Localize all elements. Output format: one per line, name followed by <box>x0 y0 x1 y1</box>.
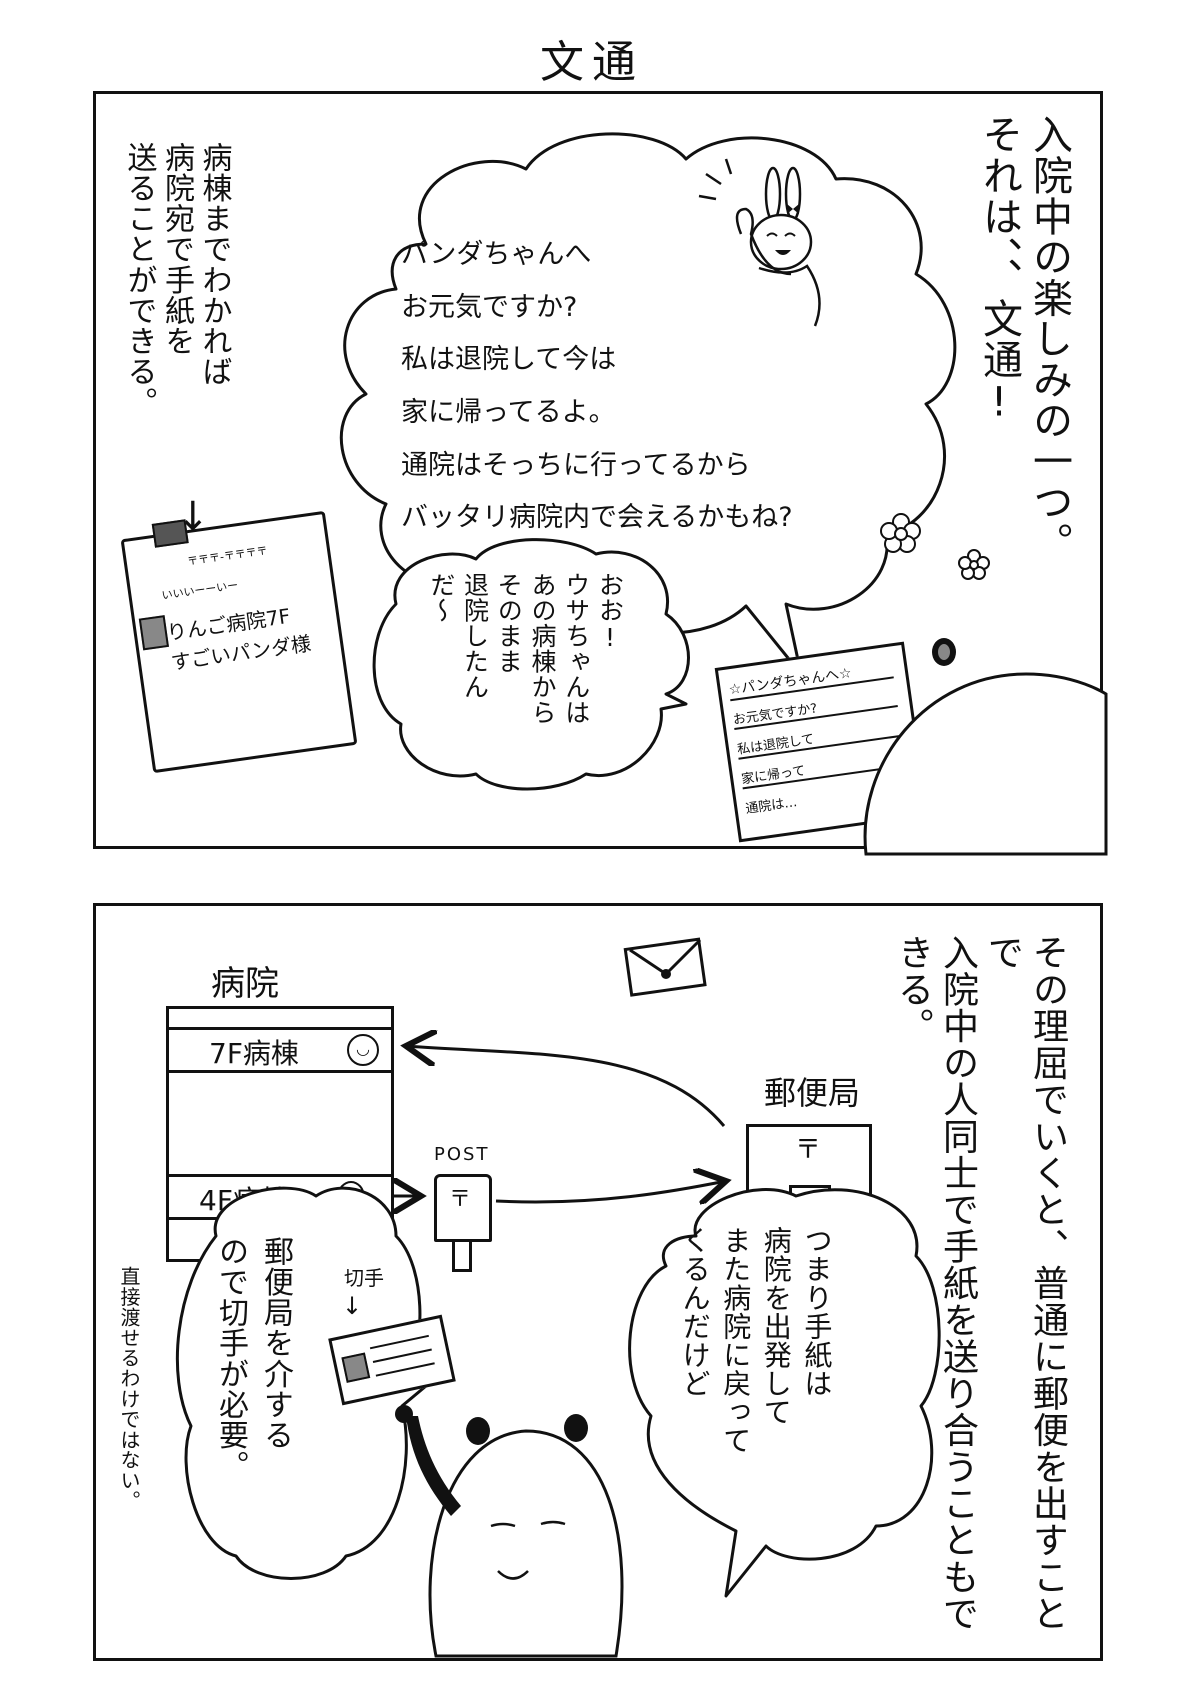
page-title: 文通 <box>540 37 644 88</box>
ward-7f-label: 7F病棟 <box>209 1037 299 1070</box>
stamp-label: 切手 <box>344 1266 384 1290</box>
envelope-icon <box>623 937 707 997</box>
speech-bubble-panda <box>372 538 690 791</box>
panel1-narration: 入院中の楽しみの一つ。 それは、、文通! <box>976 114 1072 563</box>
panel-1: 入院中の楽しみの一つ。 それは、、文通! 病棟までわかれば 病院宛で手紙を 送る… <box>93 91 1108 856</box>
rabbit-character <box>698 158 821 327</box>
panel1-side-note: 病棟までわかれば 病院宛で手紙を 送ることができる。 <box>121 142 232 418</box>
mail-route-arrows <box>391 906 1106 1664</box>
postcard-line <box>375 1362 435 1377</box>
post-office-mark: 〒 <box>795 1135 822 1165</box>
flower-icon <box>880 513 921 553</box>
panda-bubble-text: おお! ウサちゃんは あの病棟から そのまま 退院したん だ〜 <box>426 572 625 725</box>
panel2-narration: その理屈でいくと、普通に郵便を出すことで 入院中の人同士で手紙を送り合うこともで… <box>892 934 1068 1632</box>
panel2-side-note: 直接渡せるわけではない。 <box>117 1266 141 1511</box>
letter-text: パンダちゃんへ お元気ですか? 私は退院して今は 家に帰ってるよ。 通院はそっち… <box>401 239 793 534</box>
postcard-line <box>372 1348 432 1363</box>
panda-character <box>395 1405 624 1658</box>
down-arrow-icon: ↓ <box>342 1292 363 1320</box>
post-mark: 〒 <box>449 1187 472 1212</box>
flower-icon <box>958 549 990 580</box>
bubble-left-text: 郵便局を介する ので切手が必要。 <box>213 1236 293 1481</box>
bubble-right-text: つまり手紙は 病院を出発して また病院に戻って くるんだけど <box>678 1226 834 1455</box>
hospital-label: 病院 <box>211 964 279 1004</box>
panda-face-icon: ◡ <box>347 1034 379 1066</box>
post-box: 〒 <box>434 1174 492 1242</box>
panel-2: その理屈でいくと、普通に郵便を出すことで 入院中の人同士で手紙を送り合うこともで… <box>93 903 1103 1661</box>
ward-7f-row: 7F病棟 ◡ <box>169 1027 391 1073</box>
speech-bubble-left <box>175 1186 428 1580</box>
post-box-pole <box>452 1239 472 1272</box>
post-label: POST <box>434 1144 490 1165</box>
postcard-line <box>369 1334 429 1350</box>
stamp-icon <box>341 1352 371 1383</box>
speech-bubble-right <box>628 1188 941 1598</box>
post-office-label: 郵便局 <box>764 1074 861 1112</box>
panda-head <box>863 638 1108 856</box>
